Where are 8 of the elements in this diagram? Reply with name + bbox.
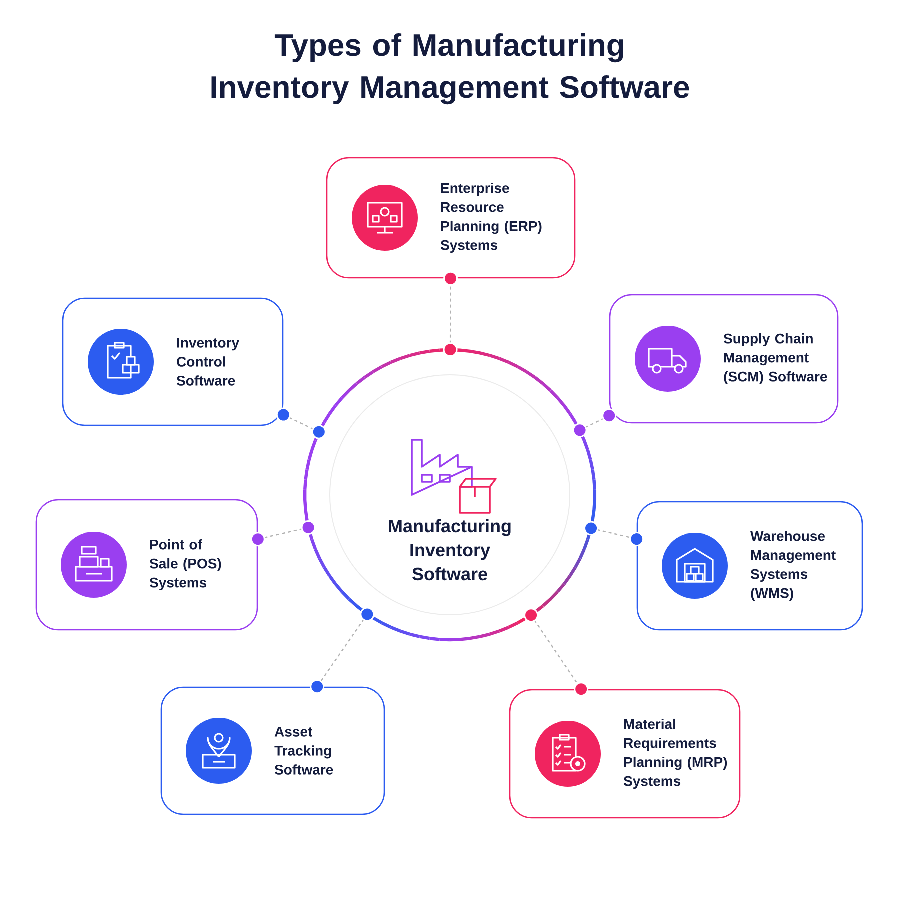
- connector: [310, 607, 375, 694]
- connector: [250, 520, 316, 547]
- connector: [572, 408, 617, 438]
- connector: [584, 521, 644, 547]
- connector: [524, 608, 589, 697]
- connector: [276, 408, 326, 440]
- connector: [443, 271, 458, 358]
- title: Types of Manufacturing Inventory Management Software: [212, 34, 690, 105]
